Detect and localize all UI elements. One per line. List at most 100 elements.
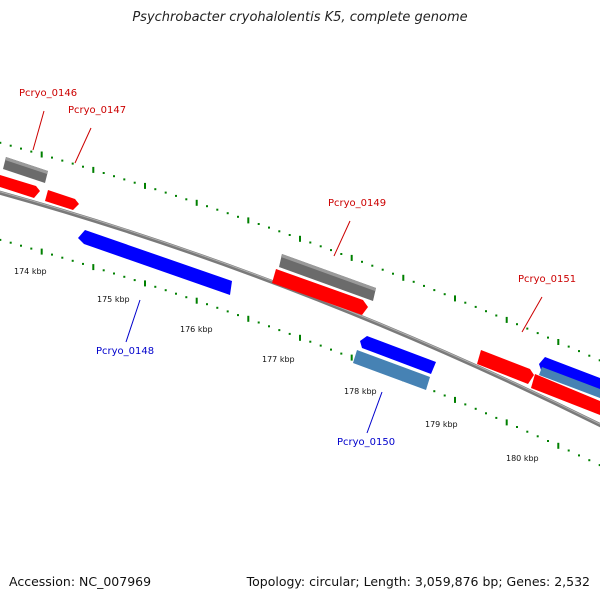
inner-minor-tick (516, 426, 518, 428)
inner-minor-tick (9, 241, 12, 244)
inner-minor-tick (133, 279, 136, 282)
outer-minor-tick (516, 323, 518, 326)
outer-minor-tick (82, 165, 84, 168)
inner-major-tick (195, 297, 198, 304)
inner-minor-tick (547, 440, 549, 442)
inner-minor-tick (567, 449, 570, 452)
gene-red-0147[interactable] (45, 190, 79, 210)
gene-red-0151[interactable] (477, 350, 534, 384)
inner-minor-tick (474, 407, 477, 410)
outer-minor-tick (588, 354, 591, 357)
outer-minor-tick (216, 208, 219, 211)
inner-minor-tick (102, 269, 105, 272)
inner-major-tick (247, 315, 250, 322)
gene-red-0152[interactable] (531, 374, 600, 415)
inner-major-tick (144, 280, 146, 287)
inner-minor-tick (485, 412, 487, 415)
outer-major-tick (402, 274, 405, 281)
inner-minor-tick (61, 256, 64, 259)
inner-minor-tick (175, 292, 177, 295)
gene-blue-0148[interactable] (78, 230, 232, 295)
outer-minor-tick (309, 241, 312, 244)
inner-minor-tick (578, 454, 580, 457)
outer-major-tick (350, 254, 353, 261)
inner-minor-tick (268, 325, 270, 328)
outer-minor-tick (51, 156, 53, 159)
kbp-label-178: 178 kbp (344, 387, 377, 396)
inner-minor-tick (30, 247, 33, 250)
connector-0146 (32, 110, 45, 151)
connector-0151 (521, 296, 543, 333)
inner-minor-tick (433, 390, 436, 393)
outer-minor-tick (371, 264, 374, 267)
kbp-label-175: 175 kbp (97, 295, 130, 304)
gene-lightblue-0151c[interactable] (539, 367, 600, 398)
inner-minor-tick (536, 435, 539, 438)
connector-0147 (74, 127, 92, 164)
gene-label-0151[interactable]: Pcryo_0151 (518, 274, 576, 285)
label-connectors (32, 110, 543, 434)
gene-lightblue-0150b[interactable] (353, 350, 430, 390)
outer-minor-tick (133, 181, 136, 184)
inner-minor-tick (226, 310, 229, 313)
inner-minor-tick (309, 340, 312, 343)
inner-major-tick (350, 354, 353, 361)
outer-minor-tick (485, 310, 487, 313)
gene-label-0146[interactable]: Pcryo_0146 (19, 88, 77, 99)
outer-major-tick (247, 217, 250, 224)
inner-minor-tick (278, 329, 281, 332)
inner-minor-tick (216, 306, 219, 309)
gene-red-0149[interactable] (272, 269, 368, 315)
gene-gray-0149[interactable] (279, 254, 376, 301)
inner-minor-tick (154, 285, 157, 288)
inner-minor-tick (164, 289, 167, 292)
outer-minor-tick (123, 178, 126, 181)
gene-label-0149[interactable]: Pcryo_0149 (328, 198, 386, 209)
connector-0148 (125, 299, 141, 343)
outer-major-tick (40, 151, 43, 158)
accession-label: Accession: NC_007969 (9, 574, 152, 589)
outer-minor-tick (567, 345, 570, 348)
outer-minor-tick (361, 260, 363, 263)
kbp-label-177: 177 kbp (262, 355, 295, 364)
outer-minor-tick (154, 188, 157, 191)
inner-minor-tick (464, 403, 467, 406)
inner-minor-tick (495, 416, 498, 419)
outer-tick-track (0, 141, 600, 362)
outer-minor-tick (71, 162, 74, 165)
outer-minor-tick (464, 301, 467, 304)
inner-minor-tick (257, 321, 260, 324)
outer-minor-tick (20, 147, 22, 150)
inner-minor-tick (113, 272, 115, 275)
outer-minor-tick (30, 150, 33, 153)
inner-major-tick (40, 248, 43, 255)
inner-minor-tick (443, 394, 446, 397)
inner-minor-tick (20, 244, 22, 247)
kbp-label-174: 174 kbp (14, 267, 47, 276)
genome-backbone-highlight (0, 191, 600, 425)
gene-label-0148[interactable]: Pcryo_0148 (96, 346, 154, 357)
gene-gray-0146[interactable] (3, 157, 48, 183)
genome-backbone (0, 190, 600, 428)
outer-minor-tick (237, 215, 239, 218)
gene-red-0146[interactable] (0, 175, 40, 198)
outer-minor-tick (113, 175, 115, 178)
gene-blue-0150a[interactable] (360, 336, 436, 374)
inner-minor-tick (330, 348, 332, 351)
gene-gray-0146-top (5, 157, 48, 174)
gene-label-0150[interactable]: Pcryo_0150 (337, 437, 395, 448)
inner-major-tick (92, 264, 95, 271)
outer-minor-tick (495, 314, 498, 317)
inner-minor-tick (588, 459, 591, 462)
outer-minor-tick (185, 198, 188, 201)
gene-labels: Pcryo_0146 Pcryo_0147 Pcryo_0148 Pcryo_0… (19, 88, 576, 448)
outer-minor-tick (319, 245, 322, 248)
genome-summary: Topology: circular; Length: 3,059,876 bp… (246, 574, 590, 589)
outer-minor-tick (0, 141, 2, 144)
gene-label-0147[interactable]: Pcryo_0147 (68, 105, 126, 116)
outer-minor-tick (102, 172, 105, 174)
outer-minor-tick (412, 280, 415, 283)
outer-minor-tick (340, 253, 343, 255)
outer-minor-tick (474, 305, 477, 308)
